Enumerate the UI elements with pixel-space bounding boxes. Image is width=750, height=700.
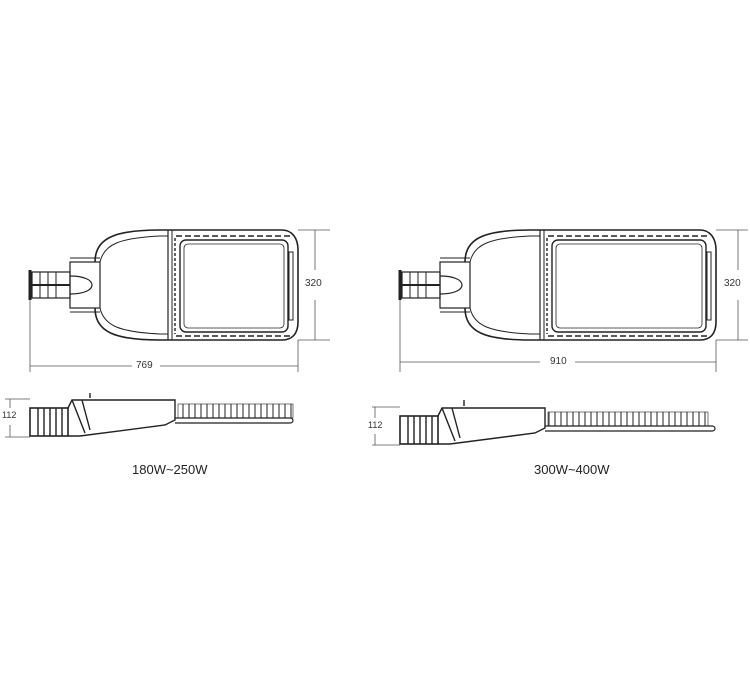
side-dim-v2 xyxy=(372,406,400,446)
height-label-v1: 112 xyxy=(2,410,17,420)
dimension-lines-v1 xyxy=(29,229,330,372)
length-label-v1: 769 xyxy=(136,360,153,371)
height-label-v2: 112 xyxy=(368,420,383,430)
caption-v1: 180W~250W xyxy=(132,462,208,477)
side-dim-v1 xyxy=(5,398,30,438)
dimension-lines-v2 xyxy=(399,229,748,372)
caption-v2: 300W~400W xyxy=(534,462,610,477)
width-label-v2: 320 xyxy=(724,278,741,289)
length-label-v2: 910 xyxy=(550,356,567,367)
top-view-180-250 xyxy=(28,229,299,341)
side-view-180-250 xyxy=(29,393,294,437)
side-view-300-400 xyxy=(399,400,716,445)
top-view-300-400 xyxy=(398,229,717,341)
width-label-v1: 320 xyxy=(305,278,322,289)
